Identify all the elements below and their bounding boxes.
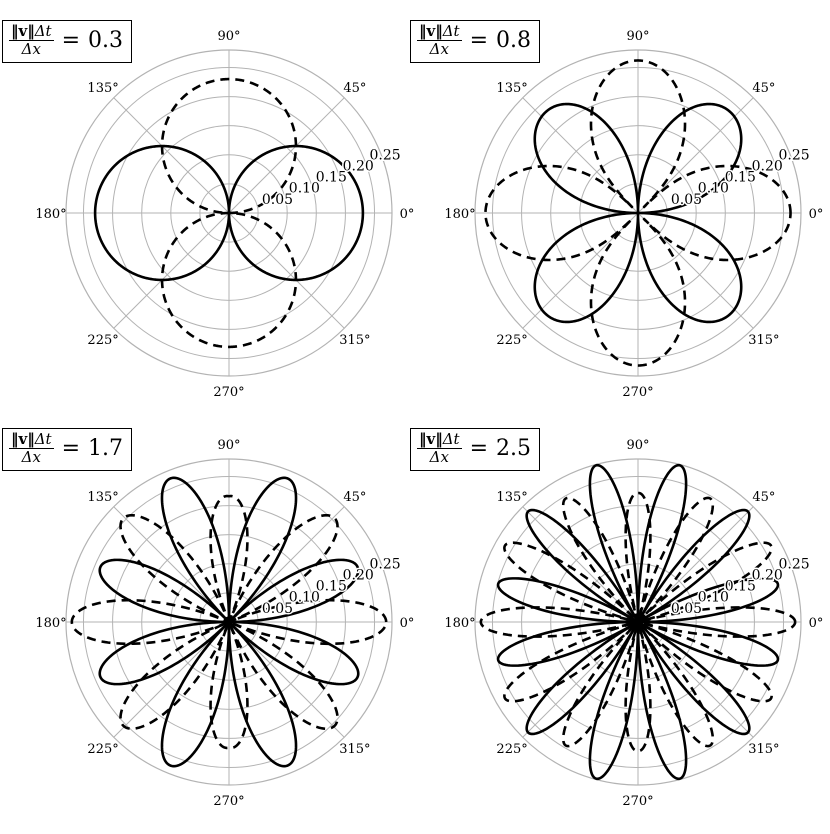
r-tick-label: 0.15: [316, 170, 347, 186]
theta-tick-label: 0°: [809, 616, 824, 631]
theta-tick-label: 90°: [626, 29, 649, 44]
solid-series-curve: [533, 102, 743, 324]
delta-t: Δt: [34, 430, 52, 448]
polar-panel-4: 0° 45° 90° 135° 180° 225° 270° 315° 0.050.100.15…: [444, 438, 823, 809]
theta-tick-label: 45°: [752, 490, 775, 505]
r-tick-label: 0.25: [370, 147, 401, 163]
r-tick-label: 0.25: [370, 556, 401, 572]
theta-tick-label: 225°: [496, 742, 527, 757]
r-tick-label: 0.15: [725, 170, 756, 186]
theta-tick-label: 135°: [496, 81, 527, 96]
r-tick-label: 0.10: [289, 181, 320, 197]
theta-tick-label: 0°: [809, 207, 824, 222]
theta-tick-label: 270°: [622, 385, 653, 400]
solid-series-curve: [93, 144, 365, 282]
courant-value: 1.7: [88, 436, 124, 461]
theta-tick-label: 315°: [339, 333, 370, 348]
delta-x: Δx: [21, 40, 41, 58]
solid-series-curve: [496, 463, 780, 781]
dashed-series-curve: [484, 59, 792, 367]
theta-tick-label: 225°: [87, 742, 118, 757]
theta-tick-label: 45°: [752, 81, 775, 96]
theta-tick-label: 180°: [444, 207, 475, 222]
theta-tick-label: 225°: [87, 333, 118, 348]
polar-panel-3: 0° 45° 90° 135° 180° 225° 270° 315° 0.050.100.15…: [35, 438, 414, 809]
delta-t: Δt: [442, 22, 460, 40]
courant-fraction: ‖v‖Δt Δx: [9, 23, 54, 58]
r-tick-label: 0.20: [752, 567, 783, 583]
polar-panel-1: 0° 45° 90° 135° 180° 225° 270° 315° 0.050.100.15…: [35, 29, 414, 400]
r-tick-label: 0.10: [289, 590, 320, 606]
theta-tick-label: 45°: [343, 81, 366, 96]
theta-tick-label: 180°: [444, 616, 475, 631]
theta-tick-label: 0°: [400, 616, 415, 631]
courant-fraction: ‖v‖Δt Δx: [417, 431, 462, 466]
angular-gridline: [522, 212, 639, 329]
delta-t: Δt: [442, 430, 460, 448]
courant-fraction: ‖v‖Δt Δx: [9, 431, 54, 466]
theta-tick-label: 225°: [496, 333, 527, 348]
angular-gridline: [228, 97, 345, 214]
theta-tick-label: 135°: [87, 81, 118, 96]
dashed-series-curve: [70, 494, 388, 750]
r-tick-label: 0.10: [698, 181, 729, 197]
norm-v: ‖v‖: [11, 22, 35, 40]
angular-gridline: [113, 97, 230, 214]
courant-value: 0.3: [88, 28, 124, 53]
polar-panel-2: 0° 45° 90° 135° 180° 225° 270° 315° 0.050.100.15…: [444, 29, 823, 400]
theta-tick-label: 180°: [35, 616, 66, 631]
angular-gridline: [113, 212, 230, 329]
delta-x: Δx: [429, 448, 449, 466]
r-tick-label: 0.25: [779, 147, 810, 163]
theta-tick-label: 315°: [339, 742, 370, 757]
delta-t: Δt: [34, 22, 52, 40]
theta-tick-label: 135°: [496, 490, 527, 505]
r-tick-label: 0.20: [343, 158, 374, 174]
dashed-series-curve: [160, 77, 298, 349]
panel-label-4: ‖v‖Δt Δx = 2.5: [410, 428, 541, 471]
equals-sign: =: [469, 436, 489, 461]
theta-tick-label: 90°: [217, 29, 240, 44]
panel-label-3: ‖v‖Δt Δx = 1.7: [2, 428, 133, 471]
theta-tick-label: 270°: [622, 794, 653, 809]
norm-v: ‖v‖: [419, 430, 443, 448]
r-tick-label: 0.15: [725, 579, 756, 595]
r-tick-label: 0.05: [671, 601, 702, 617]
equals-sign: =: [61, 28, 81, 53]
theta-tick-label: 135°: [87, 490, 118, 505]
angular-gridline: [228, 212, 345, 329]
r-tick-label: 0.05: [671, 192, 702, 208]
theta-tick-label: 0°: [400, 207, 415, 222]
courant-value: 2.5: [496, 436, 532, 461]
courant-value: 0.8: [496, 28, 532, 53]
panel-label-2: ‖v‖Δt Δx = 0.8: [410, 20, 541, 63]
dashed-series-curve: [479, 491, 797, 753]
r-tick-label: 0.05: [262, 192, 293, 208]
delta-x: Δx: [429, 40, 449, 58]
theta-tick-label: 45°: [343, 490, 366, 505]
r-tick-label: 0.25: [779, 556, 810, 572]
theta-tick-label: 180°: [35, 207, 66, 222]
courant-fraction: ‖v‖Δt Δx: [417, 23, 462, 58]
r-tick-label: 0.20: [752, 158, 783, 174]
norm-v: ‖v‖: [11, 430, 35, 448]
r-tick-label: 0.10: [698, 590, 729, 606]
norm-v: ‖v‖: [419, 22, 443, 40]
equals-sign: =: [61, 436, 81, 461]
equals-sign: =: [469, 28, 489, 53]
theta-tick-label: 315°: [748, 742, 779, 757]
r-tick-label: 0.15: [316, 579, 347, 595]
theta-tick-label: 315°: [748, 333, 779, 348]
panel-label-1: ‖v‖Δt Δx = 0.3: [2, 20, 133, 63]
r-tick-label: 0.05: [262, 601, 293, 617]
theta-tick-label: 270°: [213, 794, 244, 809]
theta-tick-label: 90°: [217, 438, 240, 453]
theta-tick-label: 270°: [213, 385, 244, 400]
theta-tick-label: 90°: [626, 438, 649, 453]
delta-x: Δx: [21, 448, 41, 466]
r-tick-label: 0.20: [343, 567, 374, 583]
